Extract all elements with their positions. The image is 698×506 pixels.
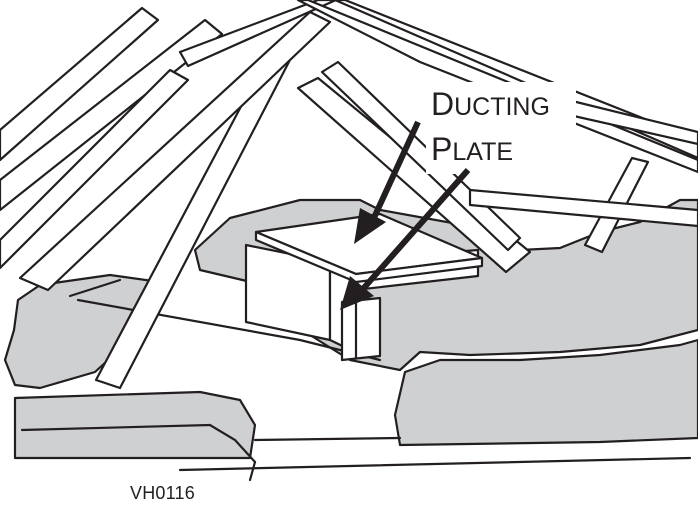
- pointer-arrows: [340, 120, 471, 310]
- arrowhead-duct: [340, 276, 374, 310]
- callout-label: DUCTING PLATE: [426, 82, 576, 174]
- arrow-to-duct: [359, 168, 471, 292]
- callout-line-2: PLATE: [431, 131, 513, 167]
- arrowhead-plate: [354, 208, 386, 244]
- callout-line-1: DUCTING: [431, 86, 550, 122]
- ducting-box: [244, 212, 484, 362]
- figure-reference-code: VH0116: [130, 483, 195, 503]
- arrow-to-plate: [369, 120, 421, 224]
